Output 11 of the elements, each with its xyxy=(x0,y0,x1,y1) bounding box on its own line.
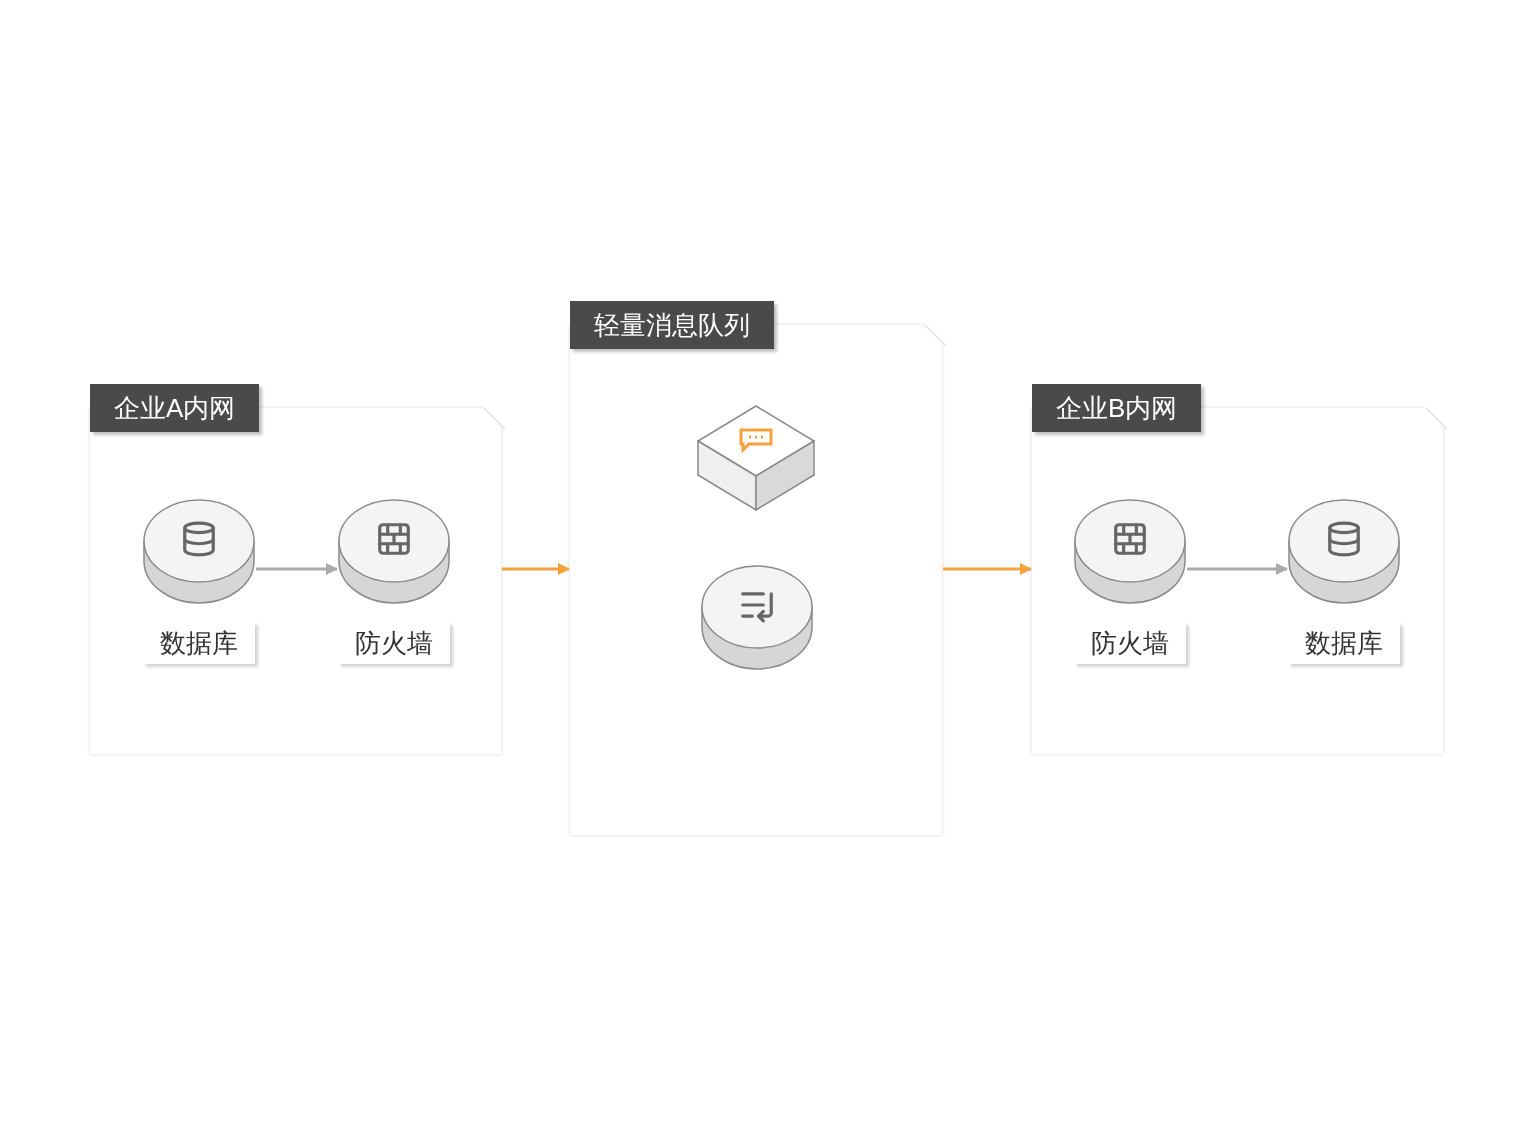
panel-title: 企业A内网 xyxy=(90,384,260,432)
node-label: 防火墙 xyxy=(1074,622,1186,664)
node-label: 数据库 xyxy=(143,622,255,664)
arrow xyxy=(502,563,570,575)
arrow xyxy=(256,563,338,575)
node-label: 防火墙 xyxy=(338,622,450,664)
arrow xyxy=(943,563,1032,575)
node-label: 数据库 xyxy=(1288,622,1400,664)
panel-title: 轻量消息队列 xyxy=(570,301,774,349)
panel-title: 企业B内网 xyxy=(1032,384,1202,432)
arrow xyxy=(1187,563,1288,575)
